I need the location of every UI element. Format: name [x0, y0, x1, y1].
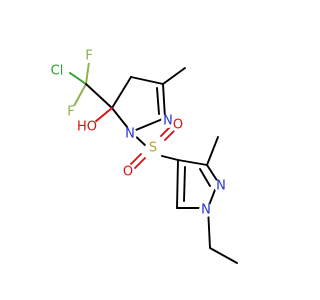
bond-c3pz-n2pz — [206, 164, 219, 183]
atom-n-ring2-lower: N — [201, 203, 211, 218]
bond-s-o-right-b — [164, 129, 176, 141]
bond-c4-c3 — [130, 76, 164, 85]
bond-c4pz-c3pz — [177, 159, 208, 166]
atom-f-top: F — [85, 49, 92, 64]
bonds — [69, 61, 238, 264]
bond-ch2-ch3 — [209, 247, 238, 264]
atom-n-ring1-upper: N — [163, 114, 173, 129]
bond-s-o-left-a — [130, 153, 142, 165]
atom-s: S — [149, 141, 157, 156]
bond-cf2-c5 — [85, 83, 113, 109]
atom-o-left: O — [123, 165, 133, 180]
atom-n-ring1-lower: N — [125, 127, 135, 142]
bond-c5-c4 — [111, 76, 132, 109]
atom-ho: HO — [77, 120, 97, 135]
bond-c-f-top — [85, 61, 90, 85]
bond-c5pz-c4pz — [176, 159, 179, 209]
atom-o-right: O — [173, 118, 183, 133]
bond-c3pz-methyl — [206, 136, 219, 166]
bond-c5-oh — [94, 107, 113, 123]
bond-c3-n2 — [162, 83, 166, 119]
bond-c3-methyl — [162, 67, 186, 85]
bond-s-c4pz — [161, 155, 179, 161]
bond-n2-n1 — [130, 117, 166, 133]
bond-c-f-bottom — [73, 83, 87, 107]
bond-c5pz-c4pz-double — [183, 166, 186, 202]
atom-cl: Cl — [51, 64, 64, 79]
atom-labels: Cl F F HO N N S O O N N — [47, 49, 228, 218]
bond-c3-n2-double — [156, 87, 160, 115]
bond-s-o-left-b — [134, 157, 146, 169]
atom-f-bottom: F — [67, 105, 74, 120]
bond-c-cl — [69, 72, 87, 85]
bond-c3pz-n2pz-double — [199, 168, 211, 187]
atom-n-ring2-upper: N — [216, 179, 226, 194]
molecule-structure: Cl F F HO N N S O O N N — [47, 48, 238, 264]
